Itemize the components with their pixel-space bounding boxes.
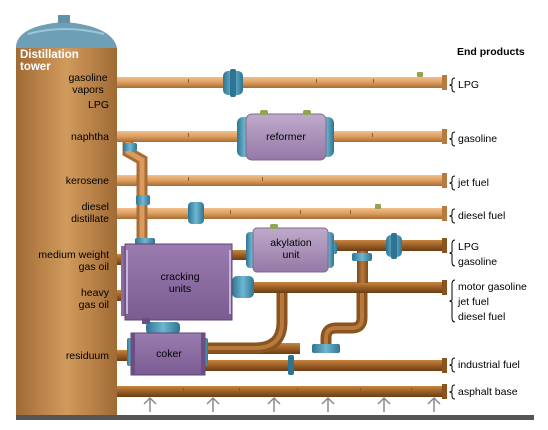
label-gasoline-vapors-line2: vapors	[72, 84, 104, 96]
cracking-label-line1: cracking	[160, 271, 200, 283]
product-diesel-fuel: diesel fuel	[458, 210, 506, 222]
product-cracked-group: motor gasoline jet fuel diesel fuel	[458, 281, 527, 323]
reformer-label: reformer	[266, 131, 306, 143]
pipe-coker-lower	[205, 360, 443, 371]
product-diesel-fuel-2: diesel fuel	[458, 311, 506, 323]
product-gasoline: gasoline	[458, 133, 498, 145]
label-medium-weight-gas-oil: medium weight gas oil	[20, 249, 109, 273]
pipe-diesel	[117, 208, 443, 219]
product-industrial-fuel: industrial fuel	[458, 359, 520, 371]
product-lpg-gasoline: LPG gasoline	[458, 241, 497, 268]
product-asphalt-base: asphalt base	[458, 386, 518, 398]
label-diesel-distillate-line1: diesel	[81, 201, 109, 213]
vents	[375, 72, 423, 209]
valve-naphtha-drop	[123, 143, 137, 151]
product-lpg-2: LPG	[458, 241, 480, 253]
pipe-residuum	[117, 350, 132, 361]
tower-title-line1: Distillation	[20, 49, 79, 61]
akylation-unit	[246, 224, 334, 273]
akylation-label-line2: unit	[282, 249, 300, 261]
label-kerosene: kerosene	[65, 175, 109, 187]
pipe-kerosene	[117, 175, 443, 186]
coker-label: coker	[156, 348, 182, 360]
reformer-unit	[237, 110, 334, 161]
end-products-heading: End products	[457, 46, 525, 58]
pipe-cracking-output	[232, 282, 443, 293]
pipe-asphalt	[117, 386, 443, 397]
valve-gasoline-vapors	[223, 69, 243, 97]
label-gasoline-vapors: gasoline vapors	[62, 72, 114, 96]
product-brackets	[448, 77, 456, 400]
ground-line	[16, 415, 534, 420]
cracking-label-line2: units	[168, 283, 192, 295]
valve-akylation-output	[386, 233, 402, 259]
label-diesel-distillate-line2: distillate	[71, 213, 109, 225]
label-heavy-gas-oil: heavy gas oil	[40, 287, 109, 311]
valve-kerosene-drop	[136, 195, 150, 205]
label-diesel-distillate: diesel distillate	[40, 201, 109, 225]
akylation-label-line1: akylation	[270, 237, 312, 249]
coker-unit	[130, 322, 206, 376]
label-medium-weight-line2: gas oil	[78, 261, 109, 273]
label-heavy-gas-oil-line2: gas oil	[78, 299, 109, 311]
valve-diesel	[188, 202, 204, 224]
pipe-supports	[143, 396, 441, 412]
product-motor-gasoline: motor gasoline	[458, 281, 527, 293]
product-gasoline-2: gasoline	[458, 256, 498, 268]
cracking-units	[121, 243, 233, 321]
label-medium-weight-line1: medium weight	[38, 249, 109, 261]
label-naphtha: naphtha	[71, 131, 109, 143]
cracking-label: cracking units	[140, 271, 220, 295]
pipe-joint-marks	[183, 79, 412, 392]
label-residuum: residuum	[65, 350, 109, 362]
product-jet-fuel: jet fuel	[458, 177, 489, 189]
label-gasoline-vapors-line1: gasoline	[68, 72, 108, 84]
tower-title-line2: tower	[20, 61, 51, 73]
distillation-tower	[16, 15, 117, 415]
tower-title: Distillation tower	[20, 49, 79, 73]
pipe-gasoline-vapors	[117, 77, 443, 88]
label-lpg: LPG	[87, 99, 109, 111]
label-heavy-gas-oil-line1: heavy	[80, 287, 109, 299]
akylation-label: akylation unit	[255, 237, 327, 261]
product-jet-fuel-2: jet fuel	[458, 296, 489, 308]
valve-industrial-fuel	[288, 344, 340, 375]
product-lpg: LPG	[458, 79, 480, 91]
